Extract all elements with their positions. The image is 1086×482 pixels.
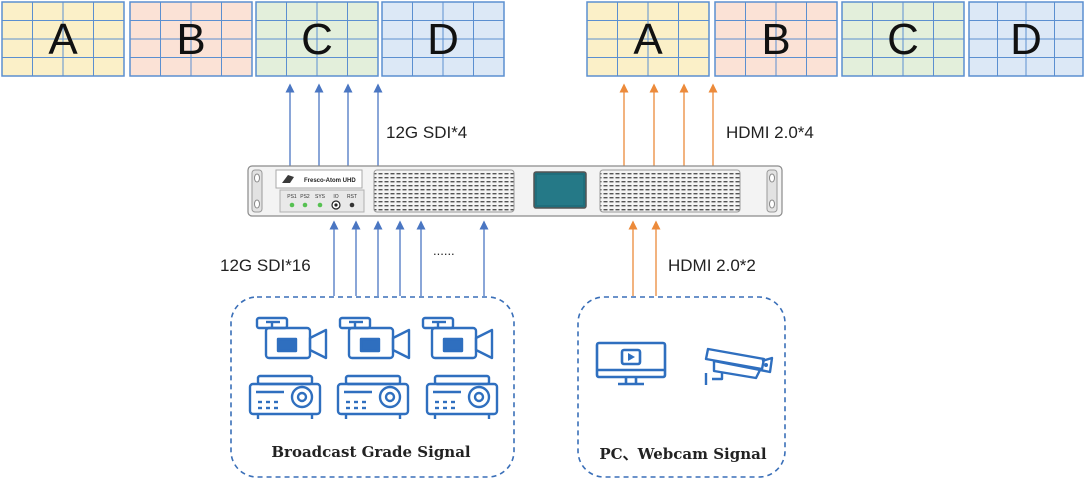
- fresco-atom-device: Fresco-Atom UHD PS1 PS2 SYS IO RST: [247, 165, 783, 217]
- camcorder-icon: [338, 316, 411, 360]
- port-label: RST: [347, 194, 357, 200]
- port-label: PS2: [300, 194, 310, 200]
- pc-webcam-signal-group: PC、Webcam Signal: [577, 296, 786, 478]
- hdmi-output-arrows: [619, 83, 718, 168]
- screen-c-right: C: [841, 1, 965, 77]
- screen-letter: D: [1010, 15, 1042, 64]
- reset-button-icon: [349, 202, 355, 208]
- output-screens-right: A B C D: [586, 1, 1084, 77]
- screen-d-right: D: [968, 1, 1084, 77]
- broadcast-group-caption: Broadcast Grade Signal: [271, 443, 471, 461]
- sdi-input-arrows: [329, 220, 489, 296]
- screen-letter: C: [301, 15, 333, 64]
- monitor-icon: [595, 341, 667, 386]
- port-label: IO: [333, 194, 338, 200]
- projector-icon: [425, 374, 499, 419]
- sdi-output-arrows: [285, 83, 383, 168]
- camcorder-icon: [255, 316, 328, 360]
- screen-b-left: B: [129, 1, 253, 77]
- sdi-input-label: 12G SDI*16: [220, 256, 311, 275]
- port-label: PS1: [287, 194, 297, 200]
- brand-logo-icon: [282, 175, 294, 183]
- screen-a-right: A: [586, 1, 710, 77]
- port-label: SYS: [315, 194, 326, 200]
- device-status-panel: PS1 PS2 SYS IO RST: [279, 189, 365, 213]
- sdi-output-label: 12G SDI*4: [386, 123, 467, 142]
- webcam-icon: [704, 347, 774, 385]
- screen-a-left: A: [1, 1, 125, 77]
- screen-letter: A: [48, 15, 78, 64]
- camcorder-icon: [421, 316, 494, 360]
- device-brand-plate: Fresco-Atom UHD: [275, 169, 363, 189]
- projector-icon: [248, 374, 322, 419]
- led-ps2-icon: [302, 202, 308, 208]
- projector-icon: [336, 374, 410, 419]
- screen-letter: B: [176, 15, 205, 64]
- broadcast-signal-group: Broadcast Grade Signal: [230, 296, 515, 478]
- hdmi-output-label: HDMI 2.0*4: [726, 123, 814, 142]
- device-brand-label: Fresco-Atom UHD: [304, 178, 356, 184]
- hdmi-input-arrows: [628, 220, 661, 296]
- led-sys-icon: [317, 202, 323, 208]
- screen-letter: C: [887, 15, 919, 64]
- input-ellipsis: ......: [433, 243, 455, 258]
- vent-grille-right: [599, 169, 741, 213]
- screen-letter: B: [761, 15, 790, 64]
- screen-d-left: D: [381, 1, 505, 77]
- screen-b-right: B: [714, 1, 838, 77]
- screen-letter: A: [633, 15, 663, 64]
- led-ps1-icon: [289, 202, 295, 208]
- screen-letter: D: [427, 15, 459, 64]
- hdmi-input-label: HDMI 2.0*2: [668, 256, 756, 275]
- vent-grille-left: [373, 169, 515, 213]
- output-screens-left: A B C D: [1, 1, 505, 77]
- screen-c-left: C: [255, 1, 379, 77]
- pc-webcam-group-caption: PC、Webcam Signal: [599, 445, 766, 463]
